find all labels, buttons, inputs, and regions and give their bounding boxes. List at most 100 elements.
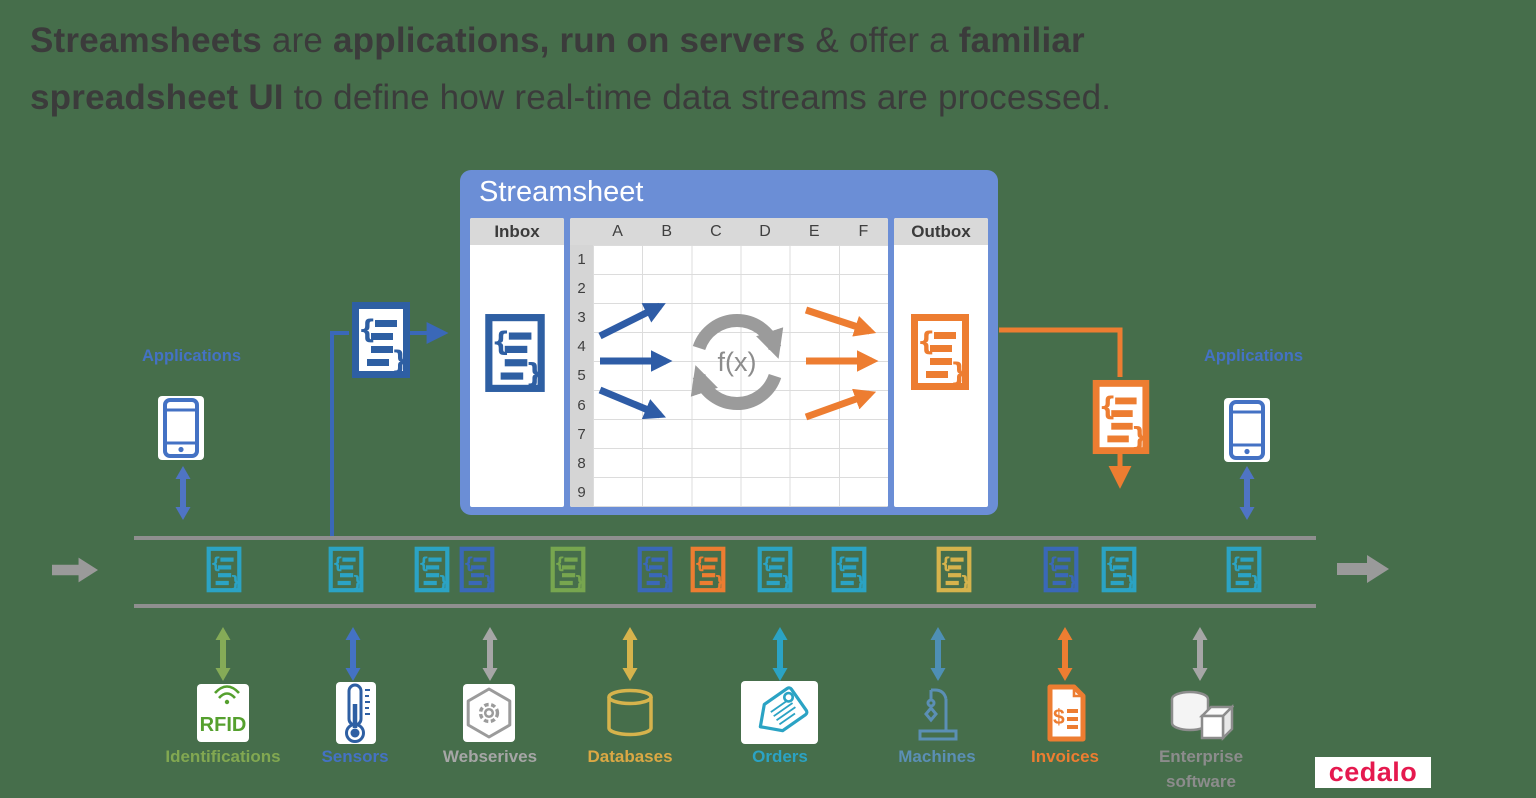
headline: Streamsheets are applications, run on se… (30, 12, 1490, 126)
json-document-icon (550, 546, 586, 593)
applications-left-bus-arrow-icon (173, 466, 193, 518)
column-header-row: A B C D E F (570, 218, 888, 245)
inbound-json-document-icon (350, 301, 412, 379)
spreadsheet-grid: A B C D E F 1 2 3 4 5 6 7 8 9 (570, 218, 888, 507)
headline-segment: & offer a (805, 21, 959, 60)
row-header: 1 (577, 251, 586, 269)
phone-card-left (158, 396, 204, 460)
row-header: 4 (577, 338, 586, 356)
headline-segment: spreadsheet UI (30, 78, 284, 117)
webservices-label: Webserives (442, 747, 538, 766)
thermometer-icon (336, 682, 376, 744)
row-header: 8 (577, 454, 586, 472)
row-header: 9 (577, 483, 586, 501)
headline-segment: Streamsheets (30, 21, 262, 60)
json-document-icon (328, 546, 364, 593)
smartphone-icon (159, 397, 203, 459)
outbound-json-document-icon (1091, 379, 1151, 455)
json-document-icon (690, 546, 726, 593)
inbox-json-document-icon (484, 313, 546, 393)
applications-left-label: Applications (142, 347, 242, 365)
output-arrows (804, 306, 879, 421)
machines-label: Machines (898, 747, 976, 766)
row-header: 5 (577, 367, 586, 385)
enterprise-bus-arrow-icon (1190, 627, 1210, 679)
cycle-icon (690, 314, 784, 410)
outbox-header: Outbox (894, 218, 988, 245)
identifications-label: Identifications (165, 747, 281, 766)
json-document-icon (459, 546, 495, 593)
json-document-icon (1226, 546, 1262, 593)
databases-bus-arrow-icon (620, 627, 640, 679)
headline-segment: applications, run on servers (333, 21, 806, 60)
invoices-bus-arrow-icon (1055, 627, 1075, 679)
identifications-bus-arrow-icon (213, 627, 233, 679)
corner-cell (570, 218, 593, 245)
headline-line-2: spreadsheet UI to define how real-time d… (30, 69, 1490, 126)
inbound-connector-line (330, 331, 349, 537)
webservices-bus-arrow-icon (480, 627, 500, 679)
json-document-icon (206, 546, 242, 593)
row-header-column: 1 2 3 4 5 6 7 8 9 (570, 245, 593, 507)
row-header: 2 (577, 280, 586, 298)
orders-bus-arrow-icon (770, 627, 790, 679)
invoice-document-icon (1046, 684, 1086, 742)
bus-outflow-arrow-icon (1337, 554, 1389, 584)
column-header: F (858, 223, 869, 240)
column-header: C (710, 223, 722, 240)
gear-hexagon-icon (463, 684, 515, 742)
grid-cells (593, 245, 888, 507)
headline-line-1: Streamsheets are applications, run on se… (30, 12, 1490, 69)
smartphone-icon (1225, 399, 1269, 461)
sheet-flow-overlay: f(x) (598, 302, 879, 421)
applications-right-bus-arrow-icon (1237, 466, 1257, 518)
bus-inflow-arrow-icon (52, 556, 98, 584)
json-document-icon (831, 546, 867, 593)
row-header: 6 (577, 396, 586, 414)
streamsheet-window: Streamsheet Inbox A B C D E F 1 2 3 4 (460, 170, 998, 515)
robot-arm-icon (912, 683, 962, 743)
column-header: E (808, 223, 820, 240)
headline-segment: to define how real-time data streams are… (283, 78, 1112, 117)
webservice-card (463, 684, 515, 742)
json-document-icon (757, 546, 793, 593)
inbox-panel: Inbox (470, 218, 564, 507)
orders-label: Orders (752, 747, 808, 766)
price-tag-icon (748, 686, 812, 740)
invoices-label: Invoices (1030, 747, 1100, 766)
sensors-bus-arrow-icon (343, 627, 363, 679)
cedalo-logo-text: cedalo (1328, 757, 1418, 787)
column-header: D (759, 223, 771, 240)
json-document-icon (1043, 546, 1079, 593)
orders-card (741, 681, 818, 744)
column-header: B (661, 223, 673, 240)
sensor-card (336, 682, 376, 744)
sensors-label: Sensors (321, 747, 389, 766)
database-cylinder-icon (606, 688, 654, 738)
json-document-icon (637, 546, 673, 593)
json-document-icon (1101, 546, 1137, 593)
outbox-json-document-icon (910, 313, 970, 391)
row-header: 7 (577, 425, 586, 443)
outbound-connector-line (999, 327, 1123, 377)
json-document-icon (936, 546, 972, 593)
phone-card-right (1224, 398, 1270, 462)
rfid-card (197, 684, 249, 742)
headline-segment: are (261, 21, 334, 60)
applications-right-label: Applications (1204, 347, 1304, 365)
databases-label: Databases (587, 747, 673, 766)
json-document-icon (414, 546, 450, 593)
cedalo-logo: cedalo (1315, 757, 1431, 788)
machines-bus-arrow-icon (928, 627, 948, 679)
input-arrows (598, 302, 673, 420)
function-label: f(x) (718, 347, 757, 377)
row-header: 3 (577, 309, 586, 327)
inbox-header: Inbox (470, 218, 564, 245)
streamsheet-window-title: Streamsheet (479, 176, 644, 208)
rfid-icon (197, 684, 249, 742)
column-header: A (612, 223, 623, 240)
enterprise-software-label: Enterprise software (1158, 747, 1244, 791)
outbox-panel: Outbox (894, 218, 988, 507)
